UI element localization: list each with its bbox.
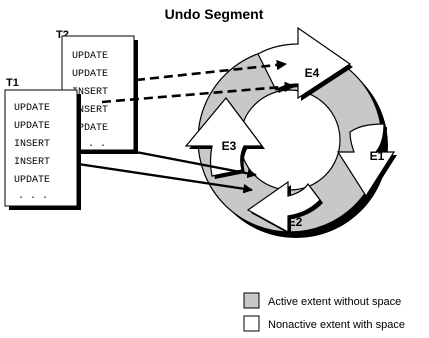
t2-line-3: INSERT [72, 87, 108, 98]
legend-nonactive-label: Nonactive extent with space [268, 319, 405, 331]
extent-e1-label: E1 [370, 149, 385, 163]
extent-e2-arrow: E2 [246, 180, 323, 235]
extent-e4-label: E4 [305, 66, 320, 80]
t1-arrow-lower [77, 162, 253, 194]
t1-line-3: INSERT [14, 139, 50, 150]
t2-line-1: UPDATE [72, 51, 108, 62]
legend-active-swatch [243, 292, 260, 309]
extent-e4-arrow: E4 [257, 26, 353, 101]
legend: Active extent without space Nonactive ex… [243, 292, 405, 332]
t1-line-6: . . . [18, 191, 48, 202]
t2-line-5: UPDATE [72, 123, 108, 134]
t1-line-5: UPDATE [14, 175, 50, 186]
t1-arrow-upper [135, 150, 257, 179]
t2-line-6: . . . [76, 139, 106, 150]
t1-line-1: UPDATE [14, 103, 50, 114]
t1-line-4: INSERT [14, 157, 50, 168]
t1-line-2: UPDATE [14, 121, 50, 132]
diagram-title: Undo Segment [165, 6, 264, 22]
extent-e1-arrow: E1 [336, 123, 397, 199]
extent-e3-label: E3 [222, 139, 237, 153]
t2-arrow-lower [101, 81, 296, 104]
legend-active-label: Active extent without space [268, 296, 401, 308]
extent-e2-label: E2 [288, 215, 303, 229]
extent-e3-arrow: E3 [184, 97, 265, 179]
legend-nonactive-swatch [243, 315, 260, 332]
transaction-t1: T1 UPDATE UPDATE INSERT INSERT UPDATE . … [4, 77, 81, 210]
t2-line-4: INSERT [72, 105, 108, 116]
t2-arrow-upper [135, 59, 288, 82]
t2-line-2: UPDATE [72, 69, 108, 80]
transaction-t1-label: T1 [6, 77, 19, 89]
